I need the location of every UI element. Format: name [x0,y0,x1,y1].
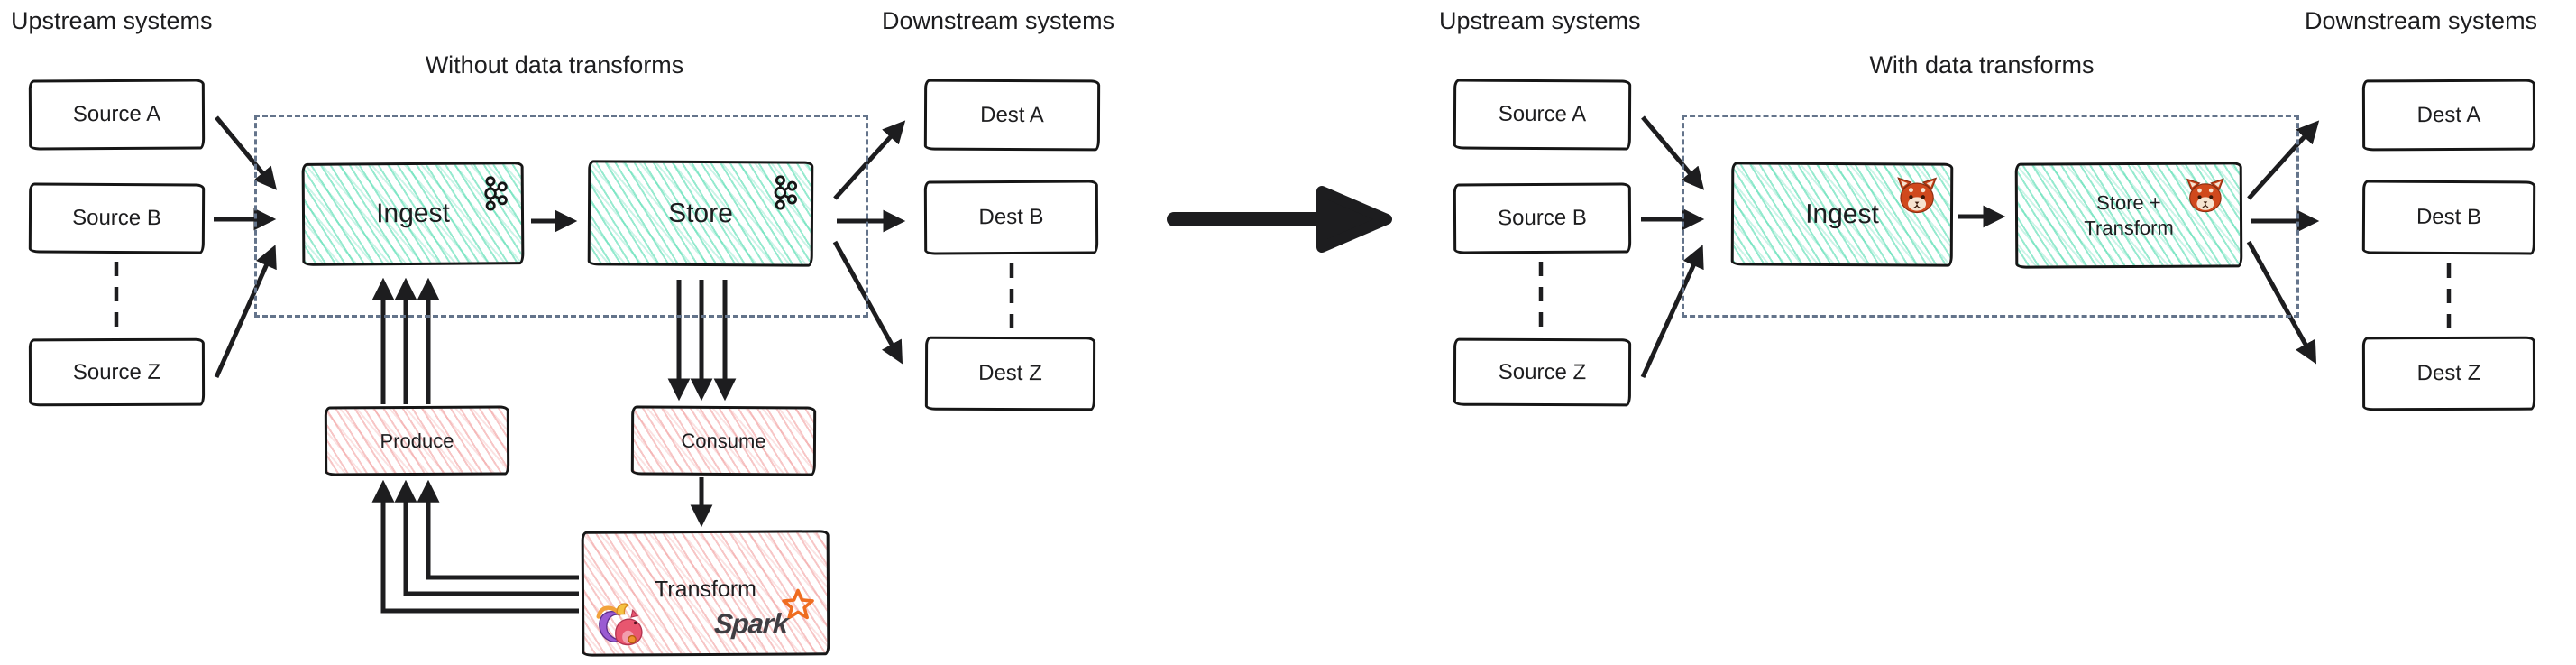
redpanda-icon [1897,177,1938,214]
ingest-label: Ingest [376,198,450,229]
dest-box: Dest B [923,180,1099,255]
dest-box: Dest Z [2361,336,2536,411]
store-box: Store [587,160,814,267]
consume-box: Consume [630,405,817,476]
dest-label: Dest A [980,102,1044,127]
left-pipeline-boundary [254,115,868,318]
source-box: Source Z [28,337,206,407]
produce-box: Produce [324,405,510,476]
store-transform-line2: Transform [2084,216,2174,239]
dest-box: Dest B [2361,180,2536,255]
transform-box: Transform Spark [581,530,830,657]
dest-label: Dest Z [2416,360,2481,386]
source-label: Source A [72,101,161,127]
kafka-icon [484,176,508,211]
source-box: Source A [28,79,206,151]
produce-label: Produce [380,429,454,452]
transform-to-produce-arrows [371,479,579,614]
dest-box: Dest Z [924,336,1096,411]
source-box: Source B [28,182,206,254]
dest-label: Dest A [2416,102,2481,127]
ingest-box: Ingest [301,162,525,266]
dest-label: Dest B [2416,204,2482,230]
ingest-box: Ingest [1730,162,1954,267]
source-label: Source B [1498,205,1587,231]
right-diagram-title: With data transforms [1869,51,2095,79]
right-downstream-label: Downstream systems [2305,7,2538,34]
store-transform-box: Store + Transform [2014,162,2243,269]
source-label: Source A [1498,101,1587,127]
source-label: Source Z [72,359,161,384]
store-label: Store [668,198,733,228]
dest-box: Dest A [2361,79,2536,152]
source-label: Source Z [1498,359,1587,384]
right-upstream-label: Upstream systems [1439,7,1641,34]
source-box: Source Z [1453,337,1632,407]
dest-box: Dest A [923,79,1101,152]
source-label: Source B [72,205,161,231]
source-box: Source B [1453,182,1632,254]
left-upstream-label: Upstream systems [11,7,213,34]
big-transition-arrow [1167,186,1392,253]
dest-label: Dest Z [978,360,1042,386]
spark-wordmark: Spark [712,607,789,640]
dest-label: Dest B [978,204,1044,230]
kafka-icon [774,175,798,210]
source-box: Source A [1453,79,1632,151]
store-transform-line1: Store + [2096,190,2161,215]
flink-squirrel-icon [596,603,643,646]
right-pipeline-boundary [1682,115,2299,318]
ingest-label: Ingest [1805,199,1879,229]
left-downstream-label: Downstream systems [882,7,1115,34]
redpanda-icon [2186,178,2224,213]
spark-star-icon [782,588,814,620]
left-diagram-title: Without data transforms [425,51,684,79]
consume-label: Consume [681,429,766,452]
spark-logo: Spark [712,587,814,641]
